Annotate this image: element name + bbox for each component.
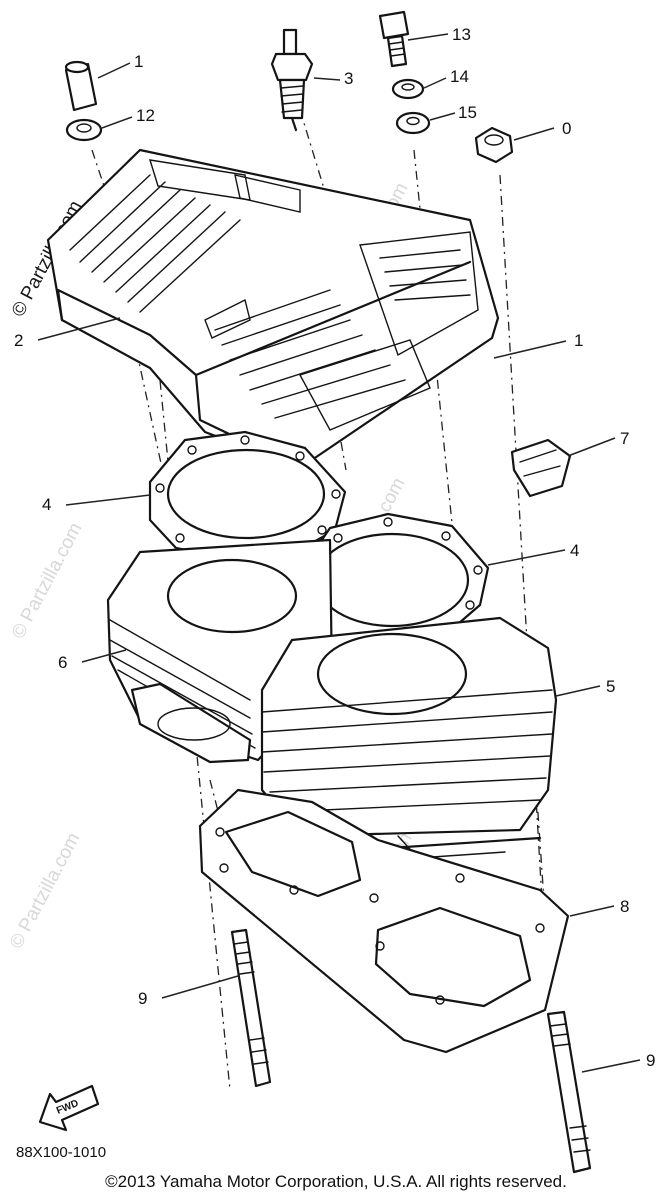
base-gasket: [198, 788, 570, 1054]
callout-head-gasket-right: 4: [570, 541, 579, 560]
stud-right: [546, 1010, 592, 1174]
leader-lines: [37, 33, 641, 1073]
callout-bolt: 13: [452, 25, 471, 44]
callout-stud-left: 9: [138, 989, 147, 1008]
callout-nut: 0: [562, 119, 571, 138]
head-gasket-left: [148, 430, 347, 562]
watermark-text: © Partzilla.com: [8, 519, 87, 642]
hardware-top: [64, 10, 514, 164]
callout-cylinder-head: 1: [574, 331, 583, 350]
callout-head-gasket-left: 4: [42, 495, 51, 514]
callout-cylinder-head-left: 2: [14, 331, 23, 350]
head-gasket-right: [296, 512, 490, 650]
callout-damper: 7: [620, 429, 629, 448]
callout-cylinder-left: 6: [58, 653, 67, 672]
callout-washer: 12: [136, 106, 155, 125]
cylinder-head: [46, 148, 500, 470]
watermark-text: © Partzilla.com: [6, 829, 85, 952]
callout-stud-right: 9: [646, 1051, 655, 1070]
stud-left: [230, 928, 272, 1088]
callout-lock-washer: 14: [450, 67, 469, 86]
diagram-code: 88X100-1010: [16, 1144, 107, 1161]
damper-part: [510, 438, 572, 498]
callout-collar: 1: [134, 52, 143, 71]
callout-spark-plug: 3: [344, 69, 353, 88]
callout-base-gasket: 8: [620, 897, 629, 916]
callout-plain-washer: 15: [458, 103, 477, 122]
callout-labels: 1 12 3 13 14 15 0 2 1 7 4 4 6 5 8 9 9: [14, 25, 655, 1070]
copyright-notice: ©2013 Yamaha Motor Corporation, U.S.A. A…: [105, 1172, 567, 1191]
forward-arrow-icon: FWD: [38, 1084, 100, 1132]
callout-cylinder-right: 5: [606, 677, 615, 696]
